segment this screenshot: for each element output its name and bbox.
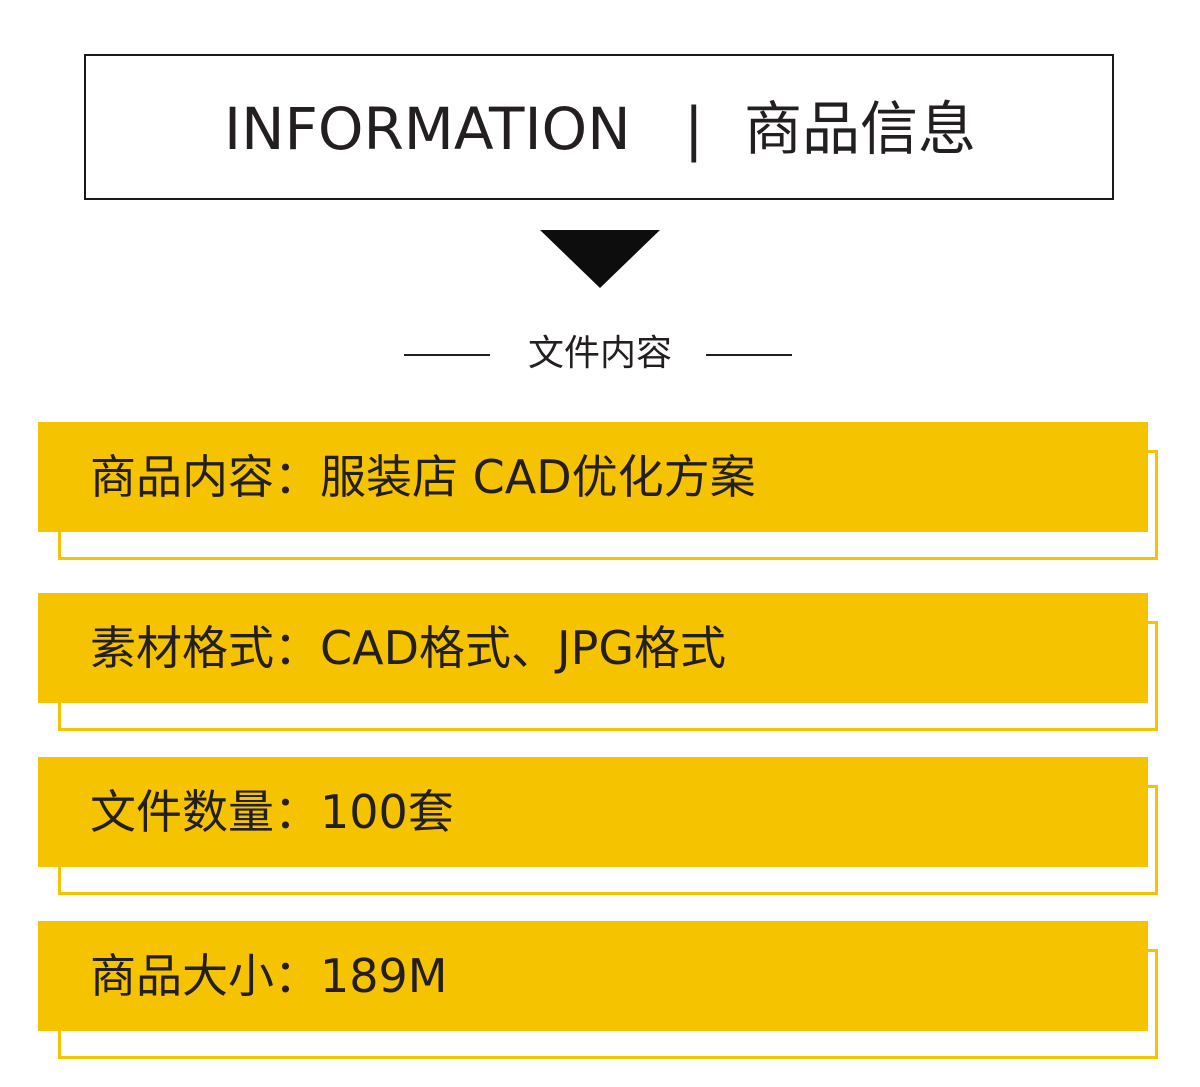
detail-item-content: 商品内容：服装店 CAD优化方案 [38, 422, 1158, 560]
detail-label: 商品内容：服装店 CAD优化方案 [90, 450, 756, 504]
detail-card-fill [38, 921, 1148, 1031]
header-title-en: INFORMATION [224, 95, 631, 163]
detail-card-fill [38, 422, 1148, 532]
detail-card-fill [38, 757, 1148, 867]
down-triangle-icon [540, 230, 660, 288]
header-title-cn: 商品信息 [744, 95, 977, 163]
heading-divider-right [706, 354, 792, 356]
section-subtitle: 文件内容 [527, 333, 672, 374]
detail-item-quantity: 文件数量：100套 [38, 757, 1158, 895]
header-banner: INFORMATION | 商品信息 [84, 54, 1114, 200]
detail-label: 文件数量：100套 [90, 785, 454, 839]
detail-label: 素材格式：CAD格式、JPG格式 [90, 621, 726, 675]
detail-item-format: 素材格式：CAD格式、JPG格式 [38, 593, 1158, 731]
heading-divider-left [404, 354, 490, 356]
detail-card-fill [38, 593, 1148, 703]
detail-item-size: 商品大小：189M [38, 921, 1158, 1059]
header-separator: | [684, 95, 704, 163]
detail-label: 商品大小：189M [90, 949, 448, 1003]
section-heading: 文件内容 [404, 328, 794, 380]
